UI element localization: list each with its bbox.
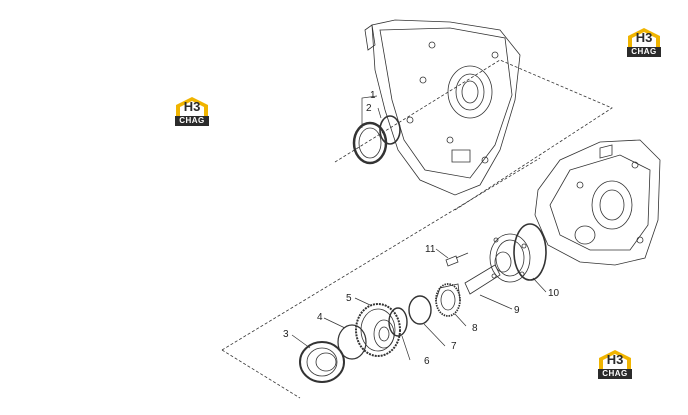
logo-top-text: H3 xyxy=(183,99,201,114)
part-10-oring xyxy=(513,223,547,281)
callout-1: 1 xyxy=(370,90,376,101)
part-6-ring xyxy=(388,307,408,337)
drawing-lines xyxy=(221,19,661,399)
part-2-ring xyxy=(379,115,401,145)
part-4-snap-ring xyxy=(337,324,367,360)
logo-bottom-text: CHAG xyxy=(175,116,209,126)
h3-chag-logo-left: H3 CHAG xyxy=(174,96,210,130)
callout-10: 10 xyxy=(548,288,560,299)
callout-3: 3 xyxy=(283,329,289,340)
callout-8: 8 xyxy=(472,323,478,334)
part-7-ring xyxy=(408,295,432,325)
leader-9 xyxy=(479,294,513,310)
part-9-shaft xyxy=(464,233,531,295)
callout-9: 9 xyxy=(514,305,520,316)
part-8-sleeve xyxy=(435,283,461,317)
h3-chag-logo-bottom-right: H3 CHAG xyxy=(597,349,633,383)
leader-11 xyxy=(435,248,449,259)
house-logo-icon xyxy=(176,97,208,116)
leader-6 xyxy=(401,335,411,361)
leader-1 xyxy=(361,95,378,128)
logo-top-text: H3 xyxy=(606,352,624,367)
logo-bottom-text: CHAG xyxy=(598,369,632,379)
main-housing xyxy=(364,19,521,196)
logo-bottom-text: CHAG xyxy=(627,47,661,57)
rear-housing xyxy=(534,139,661,266)
callout-labels: 1 2 3 4 5 6 7 8 9 10 11 xyxy=(283,90,560,367)
leader-5 xyxy=(354,297,371,306)
part-1-seal xyxy=(352,121,388,165)
leader-3 xyxy=(291,334,311,349)
dashed-frame-upper xyxy=(334,59,613,211)
leader-2 xyxy=(377,107,382,119)
callout-2: 2 xyxy=(366,103,372,114)
callout-11: 11 xyxy=(425,244,436,255)
logo-top-text: H3 xyxy=(635,30,653,45)
callout-4: 4 xyxy=(317,312,323,323)
part-11-bolt xyxy=(445,252,469,267)
house-logo-icon xyxy=(599,350,631,369)
dashed-frame-lower xyxy=(221,157,541,351)
h3-chag-logo-top-right: H3 CHAG xyxy=(626,27,662,61)
leader-8 xyxy=(454,313,467,327)
leader-10 xyxy=(532,277,547,293)
leader-7 xyxy=(423,323,446,347)
callout-7: 7 xyxy=(451,341,457,352)
leader-4 xyxy=(323,317,346,329)
part-5-gear xyxy=(355,303,401,357)
housing-bore xyxy=(447,65,493,119)
callout-5: 5 xyxy=(346,293,352,304)
leader-lines xyxy=(291,95,547,361)
callout-6: 6 xyxy=(424,356,430,367)
house-logo-icon xyxy=(628,28,660,47)
part-3-bearing xyxy=(299,341,345,383)
dashed-frame-lower-b xyxy=(221,349,301,399)
rear-housing-bore xyxy=(591,180,633,230)
